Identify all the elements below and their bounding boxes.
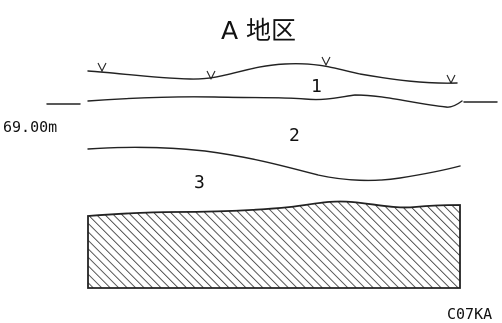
layer-label-2: 2 — [289, 125, 300, 146]
diagram-title: A 地区 — [221, 16, 296, 45]
layer-label-1: 1 — [311, 76, 322, 97]
layer-boundary-2 — [87, 146, 461, 182]
surface-marker-icon — [446, 74, 456, 84]
surface-marker-icon — [97, 62, 107, 72]
bedrock-hatched-area — [87, 200, 461, 289]
surface-marker-icon — [321, 56, 331, 66]
figure-code: C07KA — [447, 305, 492, 323]
layer-boundary-1 — [87, 94, 463, 108]
layer-label-3: 3 — [194, 172, 205, 193]
surface-marker-icon — [206, 70, 216, 80]
ground-surface-line — [87, 62, 458, 84]
elevation-label: 69.00m — [3, 118, 57, 136]
